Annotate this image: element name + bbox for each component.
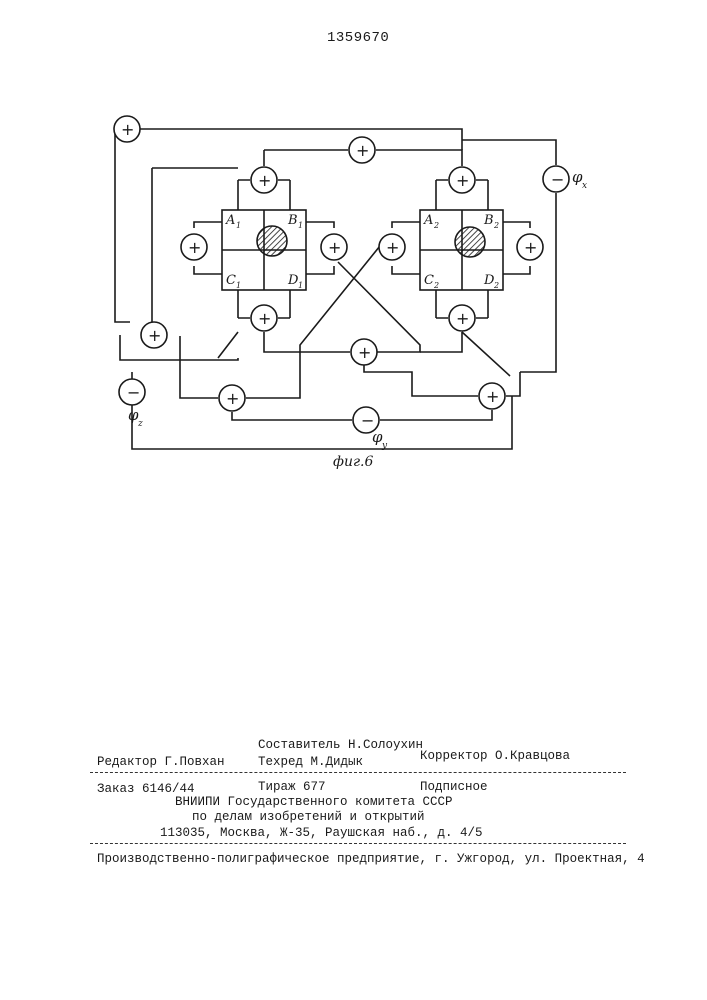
imprint-techred: Техред М.Дидык — [258, 755, 363, 769]
svg-text:+: + — [456, 171, 469, 190]
svg-text:+: + — [188, 238, 201, 257]
quadrant-label: C — [226, 273, 236, 288]
imprint-divider-bottom — [90, 843, 626, 844]
adder-cell2-bottom: + — [449, 305, 475, 331]
detector-cell-1: A 1 B 1 C 1 D 1 — [222, 210, 306, 290]
adder-cell2-right: + — [517, 234, 543, 260]
imprint-corrector: Корректор О.Кравцова — [420, 749, 570, 763]
svg-text:+: + — [486, 387, 499, 406]
svg-text:−: − — [551, 170, 564, 189]
imprint-circulation: Тираж 677 — [258, 780, 326, 794]
svg-text:2: 2 — [433, 221, 439, 230]
figure-caption: фиг.6 — [333, 454, 374, 470]
svg-text:1: 1 — [298, 221, 303, 230]
svg-text:2: 2 — [493, 281, 499, 290]
svg-text:1: 1 — [236, 221, 241, 230]
svg-text:+: + — [121, 120, 134, 139]
imprint-compiler: Составитель Н.Солоухин — [258, 738, 423, 752]
subtractor-x: − — [543, 166, 569, 192]
adder-bottom-right: + — [479, 383, 505, 409]
adder-bottom-left: + — [219, 385, 245, 411]
adder-center-middle: + — [351, 339, 377, 365]
svg-text:z: z — [137, 419, 143, 429]
svg-text:+: + — [456, 309, 469, 328]
svg-text:+: + — [258, 171, 271, 190]
detector-cell-2: A 2 B 2 C 2 D 2 — [420, 210, 503, 290]
quadrant-label: A — [423, 213, 433, 228]
quadrant-label: B — [287, 213, 298, 228]
svg-text:y: y — [381, 441, 388, 451]
svg-text:+: + — [524, 238, 537, 257]
svg-text:+: + — [328, 238, 341, 257]
svg-text:+: + — [358, 343, 371, 362]
svg-text:+: + — [356, 141, 369, 160]
imprint-divider-top — [90, 772, 626, 773]
adder-cell1-bottom: + — [251, 305, 277, 331]
imprint-order: Заказ 6146/44 — [97, 782, 195, 796]
imprint-subscription: Подписное — [420, 780, 488, 794]
adder-cell1-top: + — [251, 167, 277, 193]
adder-cell2-left: + — [379, 234, 405, 260]
adder-cell1-left: + — [181, 234, 207, 260]
svg-text:x: x — [582, 181, 587, 191]
svg-text:2: 2 — [493, 221, 499, 230]
imprint-editor: Редактор Г.Повхан — [97, 755, 225, 769]
circuit-diagram: A 1 B 1 C 1 D 1 A 2 B 2 C 2 D 2 + + − + … — [0, 0, 707, 480]
adder-cell1-right: + — [321, 234, 347, 260]
svg-text:1: 1 — [236, 281, 241, 290]
adder-top-left: + — [114, 116, 140, 142]
svg-text:+: + — [386, 238, 399, 257]
imprint-printer: Производственно-полиграфическое предприя… — [97, 852, 645, 866]
quadrant-label: C — [424, 273, 434, 288]
svg-text:+: + — [258, 309, 271, 328]
svg-text:1: 1 — [298, 281, 303, 290]
adder-left-middle: + — [141, 322, 167, 348]
quadrant-label: A — [225, 213, 235, 228]
imprint-address: 113035, Москва, Ж-35, Раушская наб., д. … — [160, 826, 483, 840]
svg-text:−: − — [127, 383, 140, 402]
imprint-org-line2: по делам изобретений и открытий — [192, 810, 425, 824]
svg-text:+: + — [148, 326, 161, 345]
adder-top-center: + — [349, 137, 375, 163]
imprint-org-line1: ВНИИПИ Государственного комитета СССР — [175, 795, 453, 809]
quadrant-label: B — [483, 213, 494, 228]
adder-cell2-top: + — [449, 167, 475, 193]
svg-text:2: 2 — [433, 281, 439, 290]
subtractor-z: − — [119, 379, 145, 405]
svg-text:+: + — [226, 389, 239, 408]
